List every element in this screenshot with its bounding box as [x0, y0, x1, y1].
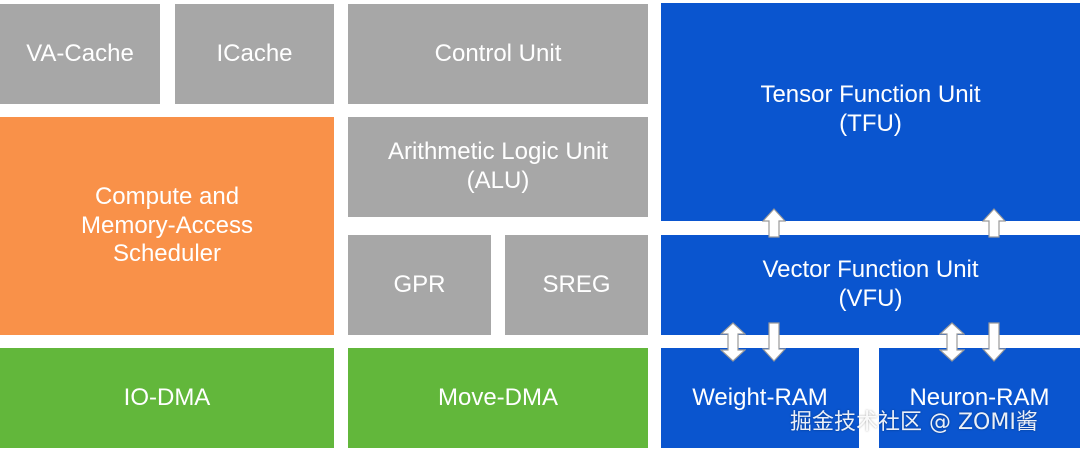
gpr-block: GPR: [348, 235, 491, 335]
alu-block: Arithmetic Logic Unit (ALU): [348, 117, 648, 217]
neuron-ram-block: Neuron-RAM: [879, 348, 1080, 448]
neuron-ram-down-arrow-icon: [982, 322, 1006, 362]
vfu-to-tfu-up-arrow-icon: [982, 208, 1006, 238]
control-unit-block: Control Unit: [348, 4, 648, 104]
vfu-label-line1: Vector Function Unit: [762, 256, 979, 284]
sreg-block: SREG: [505, 235, 648, 335]
scheduler-block: Compute and Memory-Access Scheduler: [0, 117, 334, 335]
neuron-ram-bidirectional-arrow-icon: [939, 322, 965, 362]
watermark: 掘金技术社区 @ ZOMI酱: [790, 410, 1038, 435]
neuron-ram-label: Neuron-RAM: [909, 383, 1050, 411]
tfu-label-line2: (TFU): [839, 109, 902, 137]
alu-label-line1: Arithmetic Logic Unit: [387, 138, 609, 166]
weight-ram-bidirectional-arrow-icon: [720, 322, 746, 362]
gpr-label: GPR: [393, 270, 446, 298]
va-cache-block: VA-Cache: [0, 4, 160, 104]
control-unit-label: Control Unit: [434, 39, 562, 67]
scheduler-label-line1: Compute and: [94, 182, 240, 210]
weight-ram-label: Weight-RAM: [692, 383, 828, 411]
alu-label-line2: (ALU): [466, 167, 530, 194]
icache-label: ICache: [216, 39, 293, 67]
scheduler-label-line3: Scheduler: [112, 240, 222, 268]
icache-block: ICache: [175, 4, 334, 104]
vfu-block: Vector Function Unit (VFU): [661, 235, 1080, 335]
weight-ram-block: Weight-RAM: [661, 348, 859, 448]
tfu-block: Tensor Function Unit (TFU): [661, 3, 1080, 221]
move-dma-label: Move-DMA: [437, 383, 558, 411]
move-dma-block: Move-DMA: [348, 348, 648, 448]
vfu-to-tfu-up-arrow-icon: [762, 208, 786, 238]
weight-ram-down-arrow-icon: [762, 322, 786, 362]
scheduler-label-line2: Memory-Access: [80, 211, 254, 239]
va-cache-label: VA-Cache: [26, 39, 134, 67]
io-dma-label: IO-DMA: [123, 383, 211, 411]
sreg-label: SREG: [542, 270, 611, 298]
vfu-label-line2: (VFU): [838, 285, 903, 312]
io-dma-block: IO-DMA: [0, 348, 334, 448]
tfu-label-line1: Tensor Function Unit: [760, 81, 981, 108]
